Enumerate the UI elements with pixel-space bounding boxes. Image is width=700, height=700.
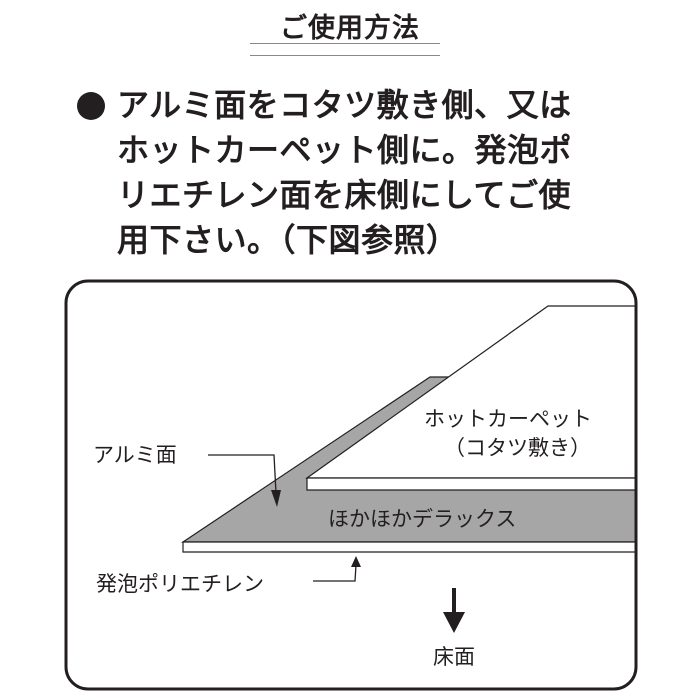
instruction-line: ホットカーペット側に。発泡ポ: [117, 131, 573, 169]
instruction-line: アルミ面をコタツ敷き側、又は: [117, 86, 572, 124]
foam-pointer: [313, 564, 357, 582]
title-underline: [250, 55, 440, 56]
aluminum-pointer: [208, 454, 277, 494]
label-foam: 発泡ポリエチレン: [96, 572, 264, 596]
foam-layer: [182, 541, 636, 553]
arrowhead-icon: [271, 490, 281, 507]
arrowhead-icon: [351, 556, 361, 567]
label-product: ほかほかデラックス: [328, 507, 517, 531]
label-floor: 床面: [433, 645, 475, 669]
label-aluminum: アルミ面: [93, 443, 177, 467]
hot-carpet-edge: [306, 477, 636, 491]
instruction-line: 用下さい。（下図参照）: [117, 221, 459, 259]
page-title: ご使用方法: [280, 13, 420, 44]
bullet-icon: [77, 92, 105, 120]
label-kotatsu: （コタツ敷き）: [444, 436, 591, 460]
down-arrow-icon: [443, 612, 465, 633]
title-underline: [250, 43, 440, 44]
instruction-line: リエチレン面を床側にしてご使: [117, 176, 572, 214]
diagram-frame: [64, 279, 638, 691]
label-hot-carpet: ホットカーペット: [424, 407, 592, 431]
